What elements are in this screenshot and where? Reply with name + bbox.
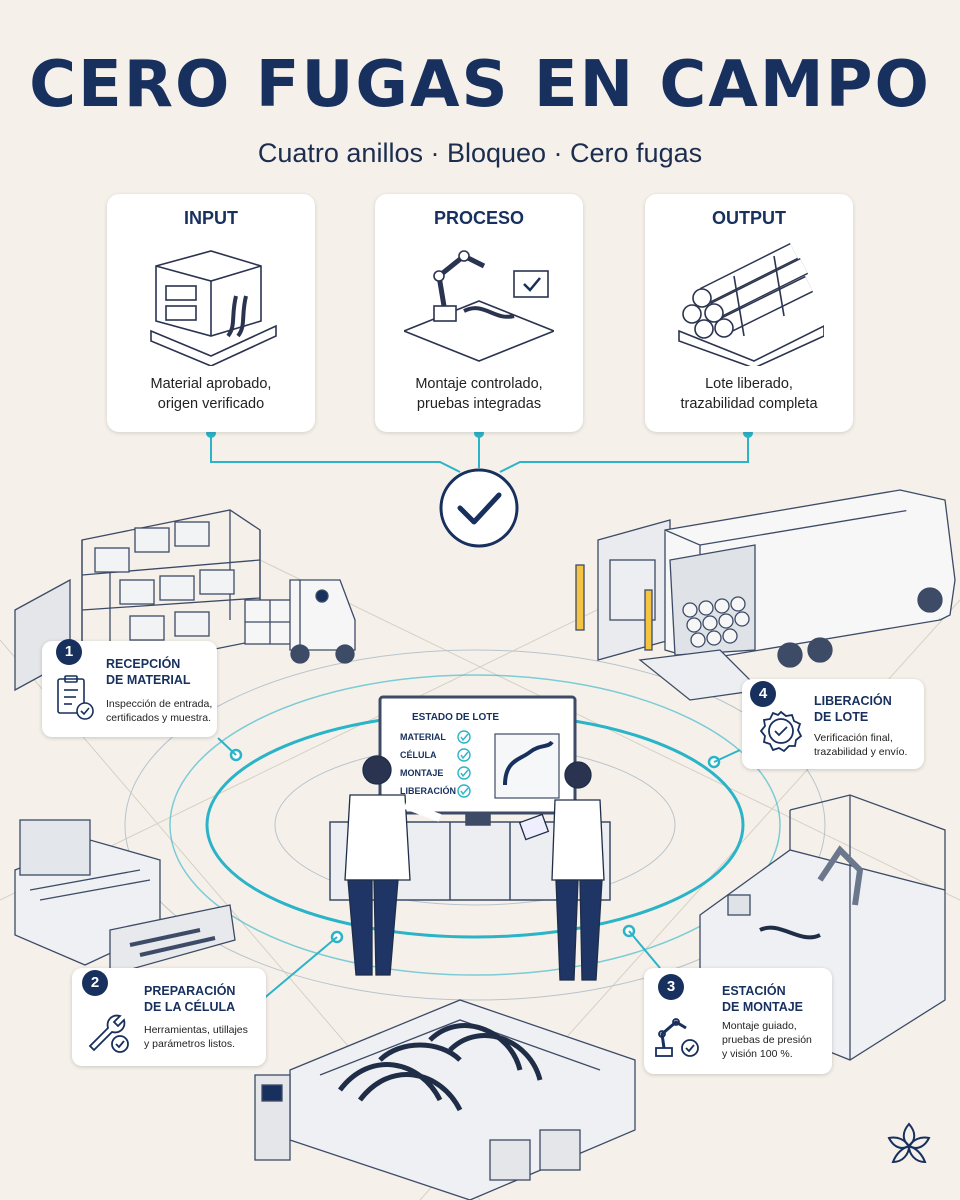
card-title: PROCESO bbox=[433, 208, 525, 228]
card-description: Material aprobado, origen verificado bbox=[150, 376, 272, 412]
monitor-row: LIBERACIÓN bbox=[400, 785, 456, 796]
step-4-callout: 4 LIBERACIÓN DE LOTE Verificación final,… bbox=[742, 679, 924, 769]
output-card: OUTPUT Lote liberado, trazabilidad compl… bbox=[645, 194, 853, 432]
page-subtitle: Cuatro anillos · Bloqueo · Cero fugas bbox=[257, 138, 703, 168]
flower-logo-icon bbox=[887, 1122, 931, 1164]
card-title: OUTPUT bbox=[712, 208, 786, 228]
step-title: ESTACIÓN DE MONTAJE bbox=[722, 984, 804, 1014]
step-number: 2 bbox=[82, 970, 108, 996]
card-title: INPUT bbox=[184, 208, 238, 228]
step-description: Montaje guiado, pruebas de presión y vis… bbox=[722, 1020, 812, 1060]
step-title: PREPARACIÓN DE LA CÉLULA bbox=[144, 984, 236, 1014]
monitor-heading: ESTADO DE LOTE bbox=[412, 712, 499, 723]
clipboard-check-icon bbox=[57, 675, 94, 720]
card-description: Lote liberado, trazabilidad completa bbox=[680, 376, 818, 412]
monitor-row: CÉLULA bbox=[400, 750, 437, 760]
seal-check-icon bbox=[759, 710, 803, 753]
central-check-icon bbox=[439, 468, 519, 548]
step-1-callout: 1 RECEPCIÓN DE MATERIAL Inspección de en… bbox=[42, 639, 217, 737]
step-3-callout: 3 ESTACIÓN DE MONTAJE Montaje guiado, pr… bbox=[644, 968, 832, 1074]
monitor-row: MONTAJE bbox=[400, 768, 443, 778]
step-title: LIBERACIÓN DE LOTE bbox=[814, 694, 892, 724]
pallet-boxes-icon bbox=[150, 250, 277, 366]
step-title: RECEPCIÓN DE MATERIAL bbox=[106, 657, 191, 687]
robot-arm-icon bbox=[404, 250, 554, 362]
step-description: Herramientas, utillajes y parámetros lis… bbox=[144, 1024, 248, 1050]
step-description: Inspección de entrada, certificados y mu… bbox=[106, 698, 213, 724]
step-2-callout: 2 PREPARACIÓN DE LA CÉLULA Herramientas,… bbox=[72, 968, 266, 1066]
step-number: 4 bbox=[750, 681, 776, 707]
wrench-check-icon bbox=[88, 1014, 129, 1053]
step-number: 1 bbox=[56, 639, 82, 665]
robot-check-icon bbox=[655, 1018, 699, 1057]
process-card: PROCESO Montaje controlado, pruebas inte… bbox=[375, 194, 583, 432]
step-description: Verificación final, trazabilidad y envío… bbox=[814, 732, 908, 758]
hose-bundle-icon bbox=[678, 242, 824, 366]
monitor-row: MATERIAL bbox=[400, 732, 446, 742]
card-description: Montaje controlado, pruebas integradas bbox=[415, 376, 543, 412]
step-number: 3 bbox=[658, 974, 684, 1000]
page-title: CERO FUGAS EN CAMPO bbox=[29, 48, 931, 122]
input-card: INPUT Material aprobado, origen verifica… bbox=[107, 194, 315, 432]
